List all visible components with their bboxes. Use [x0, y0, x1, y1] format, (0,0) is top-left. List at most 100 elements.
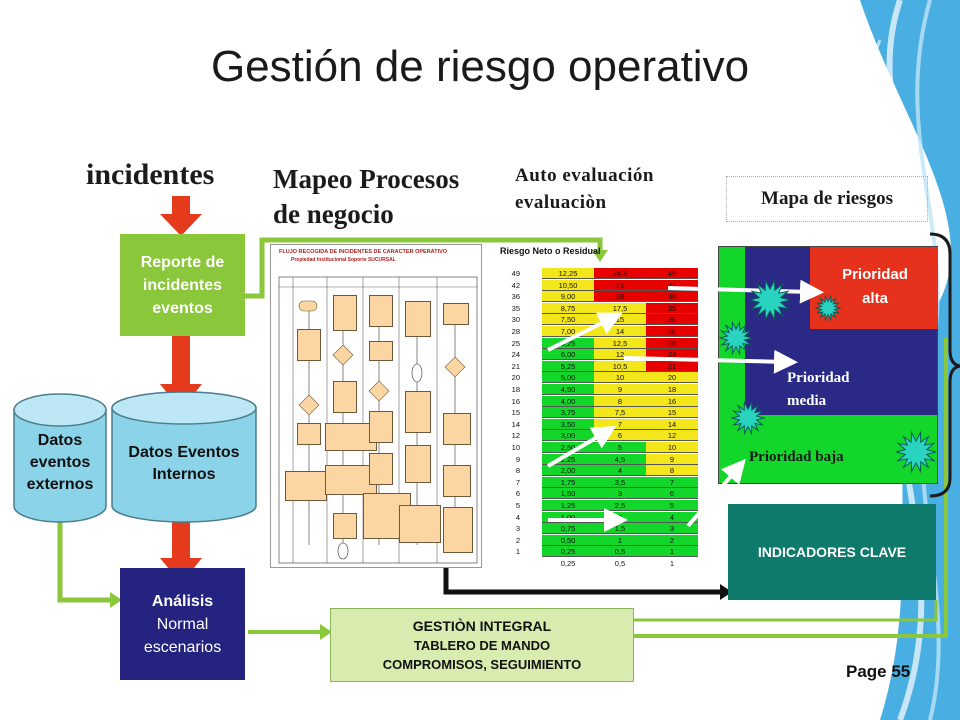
starburst-icon — [749, 278, 791, 322]
risk-cell: 6,00 — [542, 349, 594, 361]
risk-cell: 6 — [646, 488, 698, 500]
datos-internos-label: Datos Eventos Internos — [110, 442, 258, 486]
risk-cell: 18 — [646, 384, 698, 395]
datos-externos-line2: eventos — [29, 454, 91, 471]
risk-cell: 3,75 — [542, 407, 594, 419]
starburst-icon — [730, 400, 766, 436]
risk-cell: 3,50 — [542, 418, 594, 430]
analisis-line3: escenarios — [143, 638, 222, 656]
risk-cell: 1,75 — [542, 476, 594, 488]
risk-cell: 1 — [646, 546, 698, 558]
risk-cell: 5,00 — [542, 372, 594, 384]
risk-row-label: 1 — [515, 547, 520, 557]
risk-row-label: 30 — [511, 315, 520, 325]
risk-cell: 1,50 — [542, 488, 594, 500]
risk-cell: 12,5 — [594, 337, 646, 349]
flow-step — [443, 413, 471, 445]
gestion-line3: COMPROMISOS, SEGUIMIENTO — [382, 656, 582, 672]
risk-cell: 8 — [646, 465, 698, 477]
risk-row-label: 5 — [515, 501, 520, 510]
risk-cell: 7,5 — [594, 407, 646, 419]
page-number: Page 55 — [846, 662, 911, 681]
reporte-line3: eventos — [152, 299, 213, 317]
risk-row-label: 42 — [511, 280, 520, 290]
risk-row-label: 49 — [511, 269, 520, 278]
starburst-icon — [718, 320, 754, 356]
gestion-integral-box: GESTIÒN INTEGRAL TABLERO DE MANDO COMPRO… — [330, 608, 634, 682]
arrow-diagonal-2 — [546, 425, 617, 468]
risk-row-label: 7 — [515, 477, 520, 487]
starburst-icon — [895, 430, 937, 474]
datos-externos-label: Datos eventos externos — [12, 430, 108, 496]
risk-cell: 7,00 — [542, 326, 594, 337]
mapa-riesgos-label: Mapa de riesgos — [726, 176, 928, 222]
risk-cell: 2,00 — [542, 465, 594, 477]
risk-cell: 4,5 — [594, 453, 646, 465]
auto-label-line2: evaluaciòn — [515, 192, 607, 213]
risk-row-label: 15 — [511, 408, 520, 418]
risk-cell: 15 — [646, 407, 698, 419]
page-title: Gestión de riesgo operativo — [210, 42, 750, 91]
reporte-line1: Reporte de — [140, 253, 225, 271]
risk-cell: 3,5 — [594, 476, 646, 488]
risk-cell: 3 — [646, 523, 698, 535]
risk-cell: 10,5 — [594, 360, 646, 372]
risk-cell: 0,5 — [594, 546, 646, 558]
risk-cell: 21 — [646, 360, 698, 372]
risk-cell: 7,50 — [542, 314, 594, 326]
risk-cell: 12 — [646, 430, 698, 442]
risk-cell: 8,75 — [542, 302, 594, 314]
flow-step — [405, 391, 431, 433]
risk-cell: 21 — [594, 279, 646, 291]
risk-cell: 4 — [594, 465, 646, 477]
prioridad-alta-label: Prioridad alta — [811, 263, 939, 311]
risk-cell: 6 — [594, 430, 646, 442]
risk-cell: 18 — [594, 291, 646, 303]
prioridad-media-label: Prioridad media — [787, 367, 850, 413]
risk-cell: 6,25 — [542, 337, 594, 349]
analisis-line1: Análisis — [151, 592, 214, 610]
risk-row-label: 3 — [515, 524, 520, 534]
auto-label-line1: Auto evaluación — [515, 165, 654, 186]
risk-footer-label: 0,25 — [560, 559, 576, 568]
risk-cell: 16 — [646, 395, 698, 407]
risk-cell: 10 — [594, 372, 646, 384]
risk-cell: 7 — [594, 418, 646, 430]
risk-row-label: 25 — [511, 338, 520, 348]
risk-cell: 9 — [594, 384, 646, 395]
risk-row-label: 28 — [511, 327, 520, 336]
risk-cell: 24,5 — [594, 268, 646, 279]
risk-row-label: 10 — [511, 443, 520, 452]
flow-step — [325, 423, 377, 451]
flow-step — [333, 513, 357, 539]
indicadores-clave-box: INDICADORES CLAVE — [728, 504, 936, 600]
flow-step — [405, 445, 431, 483]
gestion-line2: TABLERO DE MANDO — [413, 637, 551, 653]
prioridad-alta-line1: Prioridad — [842, 266, 908, 283]
process-map-document: FLUJO RECOGIDA DE INCIDENTES DE CARACTER… — [270, 244, 482, 568]
risk-cell: 4 — [646, 511, 698, 523]
datos-externos-line3: externos — [26, 476, 94, 493]
risk-cell: 9,00 — [542, 291, 594, 303]
risk-row-label: 36 — [511, 292, 520, 302]
flow-step — [443, 465, 471, 497]
prioridad-alta-line2: alta — [862, 290, 888, 307]
reporte-line2: incidentes — [142, 276, 223, 294]
risk-cell: 25 — [646, 337, 698, 349]
risk-cell: 7 — [646, 476, 698, 488]
risk-cell: 4,50 — [542, 384, 594, 395]
risk-row-label: 8 — [515, 466, 520, 476]
risk-map: Prioridad alta Prioridad media Prioridad… — [718, 246, 938, 484]
flow-step — [369, 295, 393, 327]
flow-step — [369, 411, 393, 443]
risk-row-label: 6 — [515, 489, 520, 499]
risk-cell: 2,25 — [542, 453, 594, 465]
datos-internos-cylinder — [111, 391, 257, 523]
risk-cell: 1 — [594, 534, 646, 546]
risk-matrix-title: Riesgo Neto o Residual — [500, 246, 601, 256]
risk-cell: 14 — [646, 418, 698, 430]
risk-row-label: 35 — [511, 303, 520, 313]
risk-cell: 5,25 — [542, 360, 594, 372]
gestion-line1: GESTIÒN INTEGRAL — [412, 617, 552, 634]
